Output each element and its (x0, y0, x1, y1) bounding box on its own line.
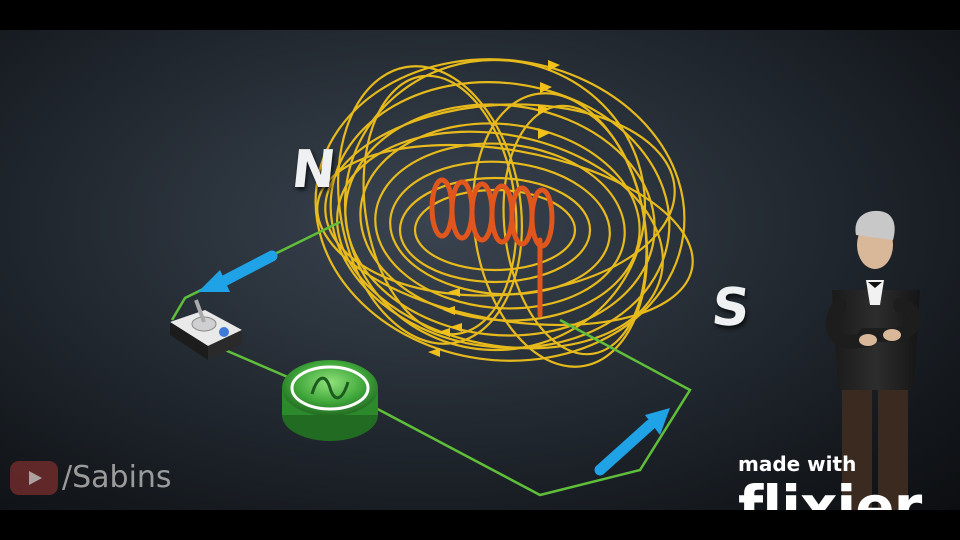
current-arrow-right (594, 408, 670, 476)
coil-turn (449, 179, 475, 241)
ac-source-icon (282, 360, 378, 441)
scene-svg (170, 58, 922, 510)
watermark-made-with: made with (738, 452, 857, 476)
coil-turn (469, 181, 495, 243)
presenter-figure (825, 210, 922, 510)
field-arrow-icon (428, 348, 440, 357)
field-arrow-icon (438, 328, 450, 337)
watermark-brand: flixier (738, 473, 922, 510)
field-arrow-icon (538, 104, 550, 115)
switch-logo-icon (219, 327, 229, 337)
north-pole-label: N (288, 140, 339, 200)
flixier-watermark: made with flixier (738, 452, 922, 510)
field-arrow-icon (443, 306, 455, 315)
field-line (343, 58, 647, 352)
field-arrow-icon (538, 128, 550, 139)
field-line (398, 176, 592, 284)
coil-turn (489, 183, 515, 245)
letterbox-top (0, 0, 960, 30)
field-line (389, 160, 611, 296)
field-arrow-icon (448, 288, 460, 297)
field-line (324, 103, 676, 297)
field-line (329, 81, 671, 349)
current-direction-arrows (198, 250, 670, 476)
youtube-play-icon (10, 460, 58, 495)
current-arrow-left (198, 250, 278, 292)
wire-segment (224, 348, 291, 380)
coil-turn (429, 177, 455, 239)
field-direction-arrows (428, 60, 560, 357)
magnetic-field-lines (314, 58, 694, 368)
letterbox-bottom (0, 510, 960, 540)
field-arrow-icon (450, 323, 462, 332)
channel-watermark: /Sabins (10, 460, 172, 495)
wire-segment (369, 318, 692, 497)
circuit-wire (170, 220, 692, 497)
field-line (336, 130, 664, 350)
switch-box (170, 299, 242, 360)
solenoid-coil (429, 177, 555, 318)
arrowhead-icon (198, 270, 230, 292)
field-line (374, 142, 626, 310)
arrowhead-icon (645, 408, 670, 435)
channel-name: /Sabins (62, 460, 172, 495)
animation-stage: N S made with flixier (0, 30, 960, 510)
field-arrow-icon (548, 60, 560, 71)
south-pole-label: S (708, 278, 753, 338)
field-line (316, 143, 694, 327)
wire-segment (170, 220, 341, 321)
field-arrow-icon (540, 82, 552, 93)
